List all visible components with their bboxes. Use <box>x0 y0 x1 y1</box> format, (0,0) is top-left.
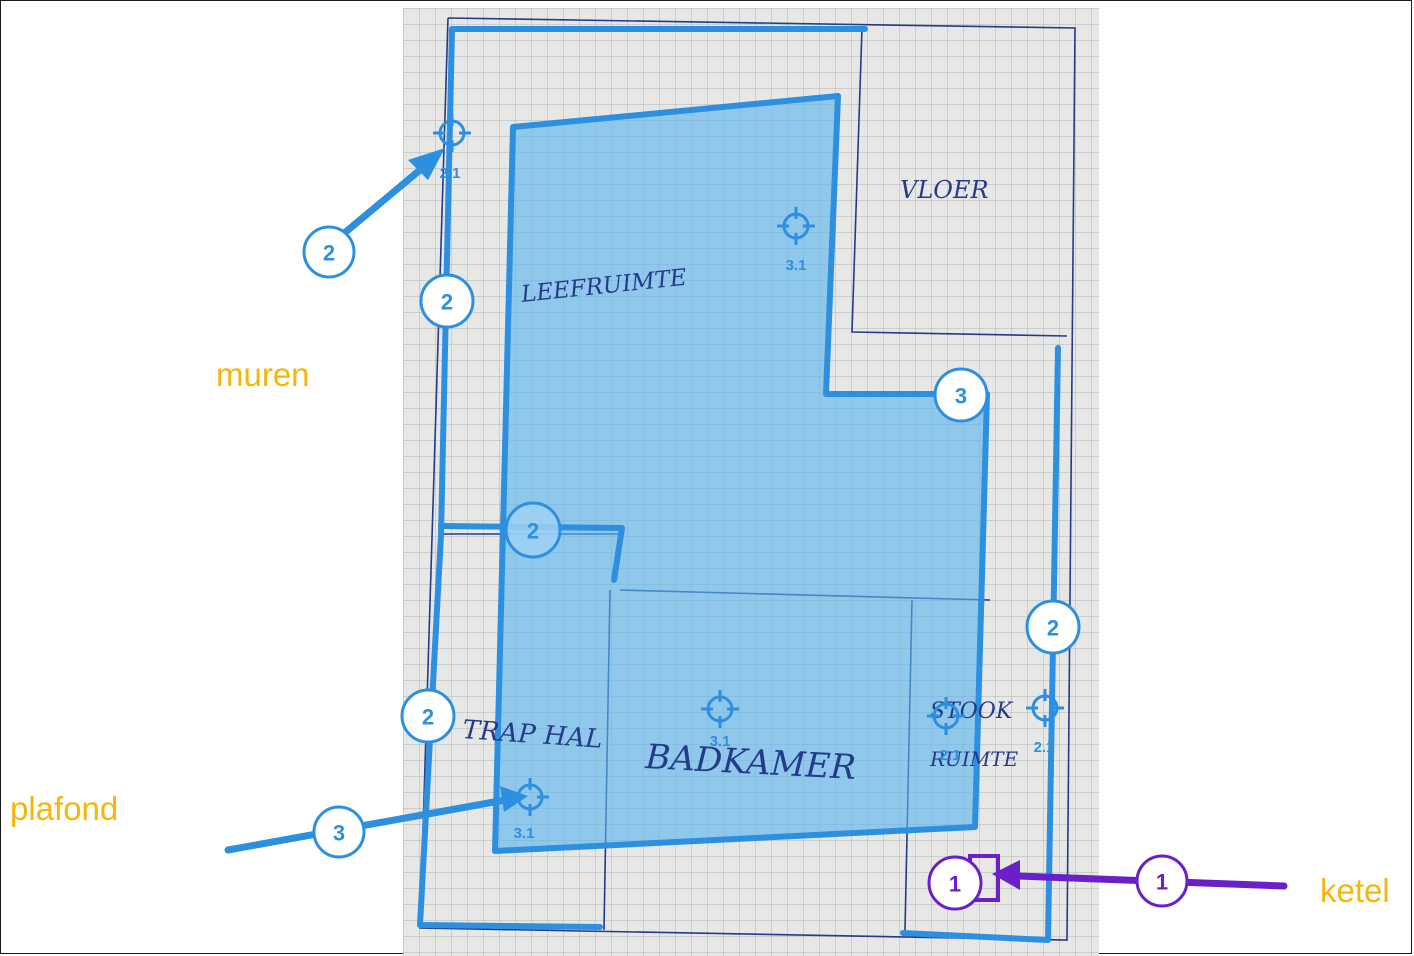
svg-text:2: 2 <box>422 705 434 730</box>
target-ceiling-3[interactable]: 3.1 <box>509 776 551 842</box>
badge-wall-e[interactable]: 2 <box>1025 599 1081 655</box>
badge-boiler-b[interactable]: 1 <box>1135 854 1189 908</box>
badge-ceiling-a[interactable]: 3 <box>933 367 989 423</box>
svg-text:1: 1 <box>949 872 961 897</box>
badge-ceiling-b[interactable]: 3 <box>312 805 366 859</box>
label-plafond: plafond <box>10 790 119 827</box>
label-muren: muren <box>216 356 310 393</box>
svg-text:2: 2 <box>527 519 539 544</box>
svg-text:3.1: 3.1 <box>786 257 807 274</box>
badge-wall-b[interactable]: 2 <box>419 273 475 329</box>
svg-text:2.1: 2.1 <box>1034 739 1055 756</box>
room-stook-line2: RUIMTE <box>929 747 1019 771</box>
wall-arrow <box>326 148 445 249</box>
svg-text:2: 2 <box>1047 616 1059 641</box>
svg-text:2: 2 <box>323 241 335 266</box>
wall-lines[interactable] <box>417 26 1061 943</box>
target-wall-1[interactable]: 2.1 <box>431 112 473 182</box>
badge-wall-d[interactable]: 2 <box>400 688 456 744</box>
svg-text:3.1: 3.1 <box>710 733 731 750</box>
svg-text:3: 3 <box>955 384 967 409</box>
badge-wall-c[interactable]: 2 <box>504 501 562 559</box>
target-wall-3[interactable]: 2.1 <box>1024 687 1066 756</box>
label-ketel: ketel <box>1320 872 1390 909</box>
svg-text:2: 2 <box>441 290 453 315</box>
target-ceiling-1[interactable]: 3.1 <box>775 205 817 274</box>
badge-wall-a[interactable]: 2 <box>302 225 356 279</box>
svg-text:3: 3 <box>333 821 345 846</box>
room-vloer: VLOER <box>900 176 989 204</box>
room-stook-line1: STOOK <box>930 699 1014 724</box>
svg-text:3.1: 3.1 <box>514 825 535 842</box>
badge-boiler-a[interactable]: 1 <box>927 855 983 911</box>
target-ceiling-2[interactable]: 3.1 <box>699 688 741 750</box>
svg-text:2.1: 2.1 <box>440 165 461 182</box>
ceiling-arrow <box>224 786 528 854</box>
svg-text:2.1: 2.1 <box>940 747 961 764</box>
svg-text:1: 1 <box>1156 870 1168 895</box>
target-wall-2[interactable]: 2.1 <box>925 695 967 764</box>
crosshair-icon <box>1024 687 1066 729</box>
